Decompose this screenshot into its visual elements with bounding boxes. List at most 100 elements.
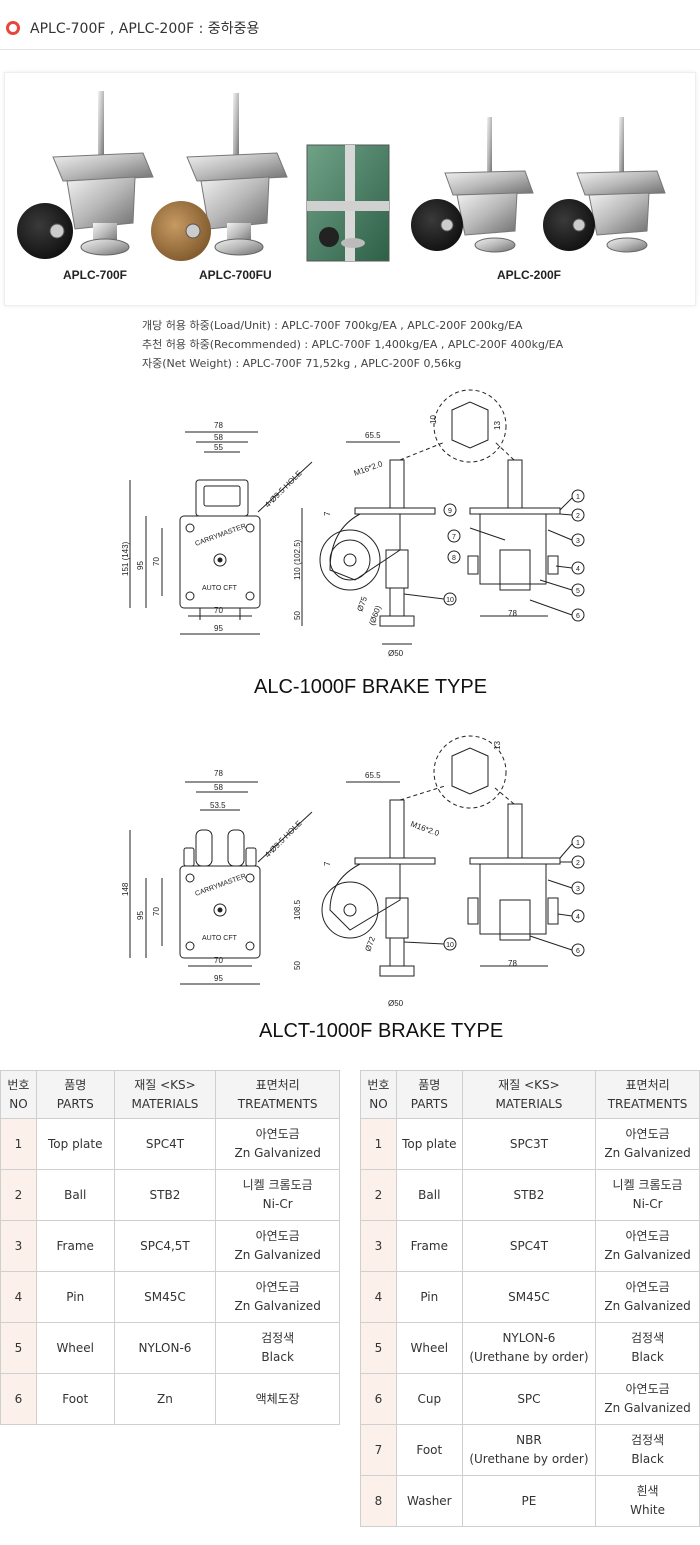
cell-text: 7	[374, 1442, 383, 1457]
callout-6: 6	[576, 613, 580, 620]
cell-text: Zn Galvanized	[604, 1401, 691, 1415]
cell-text: 아연도금	[625, 1229, 670, 1243]
dim-dia-50: Ø50	[388, 649, 404, 658]
cell-text: Black	[261, 1350, 294, 1364]
dim2-78-side: 78	[508, 959, 517, 968]
cell-materials: SPC4,5T	[113, 1220, 217, 1272]
cell-materials: STB2	[113, 1169, 217, 1221]
cell-no: 5	[360, 1322, 397, 1374]
drawing-alct-1000f: 78 58 53.5 70 95 148 95 70 4-Ø9.5 HOLE C…	[0, 730, 700, 1050]
dim2-95: 95	[214, 974, 223, 983]
callout-7: 7	[452, 534, 456, 541]
cell-text: 검정색	[631, 1433, 665, 1447]
technical-drawing-1: 78 58 55 70 95 151 (143) 95 70 4-Ø9.5 HO…	[121, 389, 585, 658]
dim-55: 55	[214, 443, 223, 452]
cell-text: 액체도장	[255, 1391, 300, 1406]
cell-text: White	[630, 1503, 666, 1517]
cell-part: Frame	[395, 1220, 463, 1272]
cell-materials: NYLON-6(Urethane by order)	[461, 1322, 597, 1374]
cell-text: 니켈 크롬도금	[612, 1178, 683, 1192]
callout-10: 10	[446, 597, 454, 604]
cell-materials: SM45C	[461, 1271, 597, 1323]
cell-no: 6	[0, 1373, 37, 1425]
application-photo	[306, 144, 390, 262]
cell-text: SPC	[517, 1391, 541, 1406]
cell-text: Frame	[56, 1238, 94, 1253]
dim-50: 50	[293, 611, 302, 620]
dim-95: 95	[214, 624, 223, 633]
cell-no: 6	[360, 1373, 397, 1425]
cell-text: Frame	[410, 1238, 448, 1253]
spec-recommended: 추천 허용 하중(Recommended) : APLC-700F 1,400k…	[142, 338, 564, 351]
caster-photo-aplc-200f-b	[543, 117, 666, 253]
cell-text: 2	[374, 1187, 383, 1202]
cell-materials: STB2	[461, 1169, 597, 1221]
cell-part: Foot	[35, 1373, 115, 1425]
cell-part: Pin	[35, 1271, 115, 1323]
cell-text: 아연도금	[625, 1127, 670, 1141]
callout-3: 3	[576, 538, 580, 545]
spec-load-unit: 개당 허용 하중(Load/Unit) : APLC-700F 700kg/EA…	[142, 319, 523, 332]
cell-materials: Zn	[113, 1373, 217, 1425]
cell-no: 4	[360, 1271, 397, 1323]
cell-text: NYLON-6	[138, 1340, 192, 1355]
auto-label: AUTO CFT	[202, 585, 238, 592]
cell-text: NYLON-6	[502, 1331, 556, 1345]
dim-110: 110 (102.5)	[293, 539, 302, 580]
cell-text: 8	[374, 1493, 383, 1508]
cell-part: Wheel	[35, 1322, 115, 1374]
cell-materials: NYLON-6	[113, 1322, 217, 1374]
callout2-2: 2	[576, 860, 580, 867]
cell-text: Wheel	[410, 1340, 449, 1355]
callout-1: 1	[576, 494, 580, 501]
cell-text: Wheel	[56, 1340, 95, 1355]
cell-text: SM45C	[508, 1289, 550, 1304]
cell-no: 4	[0, 1271, 37, 1323]
photo-label-aplc-200f: APLC-200F	[497, 268, 562, 282]
cell-part: Frame	[35, 1220, 115, 1272]
callout2-4: 4	[576, 914, 580, 921]
cell-treatments: 액체도장	[215, 1373, 340, 1425]
cell-text: 검정색	[631, 1331, 665, 1345]
cell-no: 1	[0, 1118, 37, 1170]
cell-text: 3	[14, 1238, 23, 1253]
auto-label-2: AUTO CFT	[202, 935, 238, 942]
cell-text: Zn Galvanized	[234, 1146, 321, 1160]
cell-text: Foot	[62, 1391, 89, 1406]
callout2-10: 10	[446, 942, 454, 949]
cell-part: Ball	[35, 1169, 115, 1221]
cell-text: Ni-Cr	[262, 1197, 293, 1211]
dim2-13: 13	[493, 741, 502, 750]
dim2-148: 148	[121, 882, 130, 896]
dim-65-5: 65.5	[365, 431, 381, 440]
cell-part: Washer	[395, 1475, 463, 1527]
cell-materials: SPC4T	[461, 1220, 597, 1272]
cell-text: NBR	[516, 1433, 542, 1447]
cell-materials: SPC4T	[113, 1118, 217, 1170]
cell-part: Wheel	[395, 1322, 463, 1374]
cell-text: Foot	[416, 1442, 443, 1457]
cell-text: 6	[374, 1391, 383, 1406]
dim2-58: 58	[214, 783, 223, 792]
callout-5: 5	[576, 588, 580, 595]
cell-text: Washer	[406, 1493, 452, 1508]
cell-part: Top plate	[395, 1118, 463, 1170]
cell-text: 니켈 크롬도금	[242, 1178, 313, 1192]
cell-materials: NBR(Urethane by order)	[461, 1424, 597, 1476]
